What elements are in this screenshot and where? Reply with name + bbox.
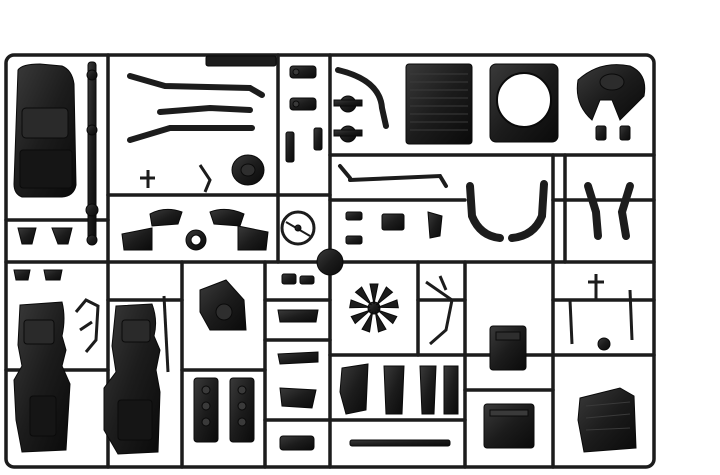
exhaust-pipe-lower-part	[127, 104, 255, 143]
fuel-tank-part	[577, 387, 637, 453]
bracket-small-part	[140, 164, 212, 193]
cylinder-head-part	[193, 377, 255, 443]
linkage-part	[74, 295, 170, 373]
tank-strap-part	[568, 274, 634, 345]
gear-housing-part	[199, 279, 247, 331]
engine-block-part	[13, 301, 71, 453]
sprue-gate-hub	[316, 248, 344, 276]
air-intake-tube-part	[335, 67, 389, 129]
step-part	[339, 363, 459, 415]
fan-blade-part	[349, 283, 399, 333]
air-line-part	[338, 164, 448, 188]
bar-part	[349, 439, 451, 447]
engine-hood-part	[13, 63, 77, 198]
mount-part	[277, 273, 319, 451]
frame-rail-part	[85, 61, 99, 246]
knob-part	[597, 337, 611, 351]
transmission-part	[103, 303, 161, 455]
bracket-part	[13, 227, 73, 281]
fifth-wheel-part	[576, 64, 646, 141]
seat-part	[121, 208, 269, 251]
battery-box-part	[489, 325, 527, 371]
sprue-frame	[4, 53, 656, 469]
clip-part	[345, 211, 443, 245]
exhaust-pipe-upper-part	[127, 73, 265, 98]
u-pipe-part	[466, 180, 634, 242]
sprue-label-tab	[205, 55, 277, 67]
hinge-part	[333, 95, 363, 143]
ring-part	[185, 229, 207, 251]
fan-shroud-part	[489, 63, 559, 143]
muffler-part	[231, 154, 265, 186]
steering-wheel-part	[280, 210, 316, 246]
radiator-part	[405, 63, 473, 145]
spring-part	[285, 65, 323, 163]
rod-part	[425, 275, 454, 346]
battery-box-cover-part	[483, 403, 535, 449]
